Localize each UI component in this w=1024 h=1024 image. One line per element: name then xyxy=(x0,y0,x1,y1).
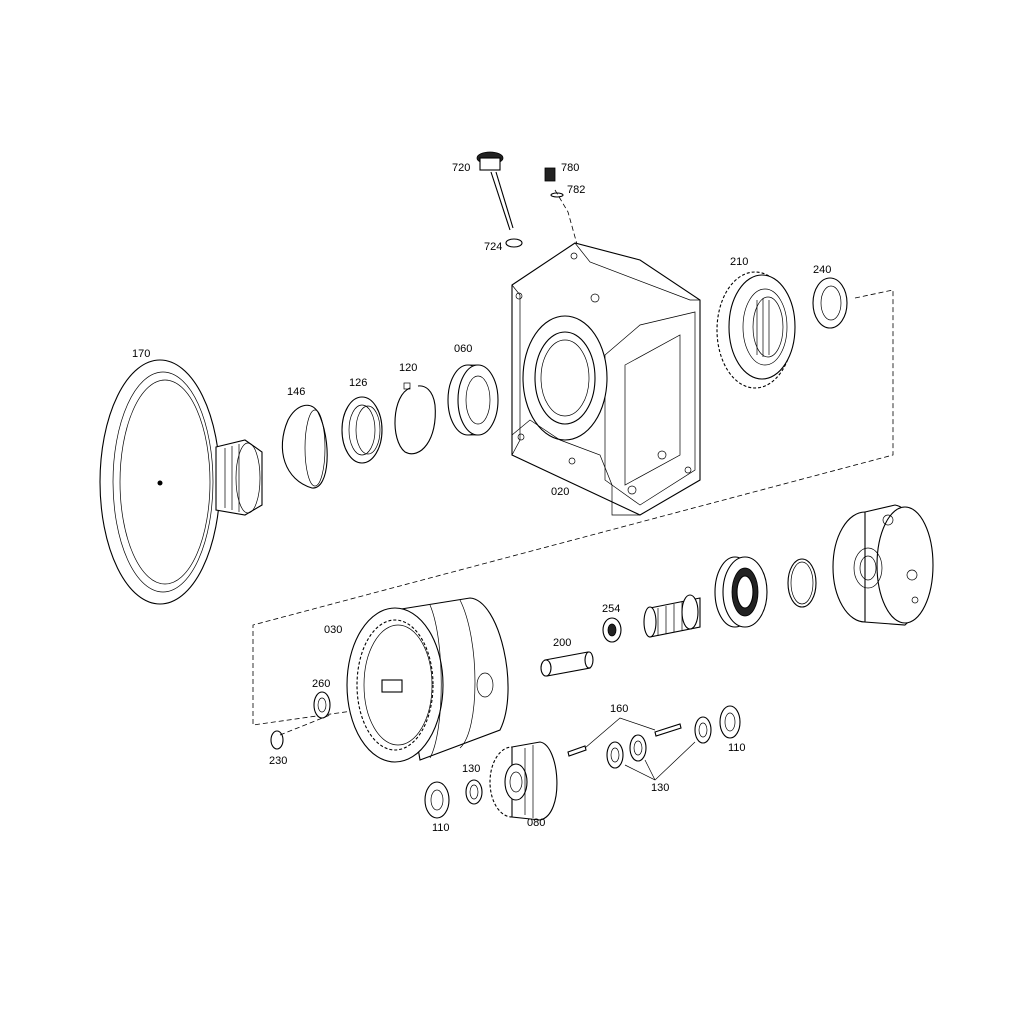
label-020: 020 xyxy=(551,486,569,498)
part-720-dipstick xyxy=(476,151,514,231)
label-160: 160 xyxy=(610,703,628,715)
label-170: 170 xyxy=(132,348,150,360)
label-260: 260 xyxy=(312,678,330,690)
part-126-ring xyxy=(341,396,383,464)
label-130-left: 130 xyxy=(462,763,480,775)
part-080-planet-gear xyxy=(489,741,558,821)
part-260-bushing xyxy=(313,691,331,719)
part-780-plug xyxy=(544,167,556,182)
label-200: 200 xyxy=(553,637,571,649)
part-110-washer-left xyxy=(424,781,450,819)
part-020-housing xyxy=(511,242,701,516)
label-130-right: 130 xyxy=(651,782,669,794)
part-planet-carrier xyxy=(832,504,934,626)
part-roller-bearing xyxy=(714,556,768,628)
label-780: 780 xyxy=(561,162,579,174)
label-146: 146 xyxy=(287,386,305,398)
label-030: 030 xyxy=(324,624,342,636)
part-labels: 720 780 782 724 210 240 170 146 126 120 … xyxy=(132,162,831,834)
label-724: 724 xyxy=(484,241,502,253)
label-230: 230 xyxy=(269,755,287,767)
label-120: 120 xyxy=(399,362,417,374)
label-080: 080 xyxy=(527,817,545,829)
part-782-seal xyxy=(550,192,564,198)
part-146-cover xyxy=(281,404,328,489)
label-720: 720 xyxy=(452,162,470,174)
part-110-washer-right xyxy=(719,705,741,739)
part-030-ring-gear xyxy=(346,597,509,763)
label-126: 126 xyxy=(349,377,367,389)
label-110-left: 110 xyxy=(432,822,450,834)
part-230-ring xyxy=(270,730,284,750)
part-210-gear xyxy=(716,271,796,389)
part-240-ring xyxy=(812,277,848,329)
part-120-snapring xyxy=(394,382,436,455)
label-110-right: 110 xyxy=(728,742,746,754)
part-724-oring xyxy=(505,238,523,248)
label-060: 060 xyxy=(454,343,472,355)
part-130-washer-left xyxy=(465,779,483,805)
label-210: 210 xyxy=(730,256,748,268)
part-oring-carrier-inner xyxy=(790,561,814,605)
part-200-pin xyxy=(540,651,594,677)
part-254-bushing xyxy=(602,617,622,643)
part-130-washers-right xyxy=(606,716,712,781)
part-sun-shaft xyxy=(643,594,701,638)
part-oring-carrier xyxy=(787,558,817,608)
part-160-pins xyxy=(567,717,682,757)
label-782: 782 xyxy=(567,184,585,196)
part-060-bearing xyxy=(447,364,499,436)
label-254: 254 xyxy=(602,603,620,615)
part-170-flange xyxy=(99,359,263,605)
label-240: 240 xyxy=(813,264,831,276)
